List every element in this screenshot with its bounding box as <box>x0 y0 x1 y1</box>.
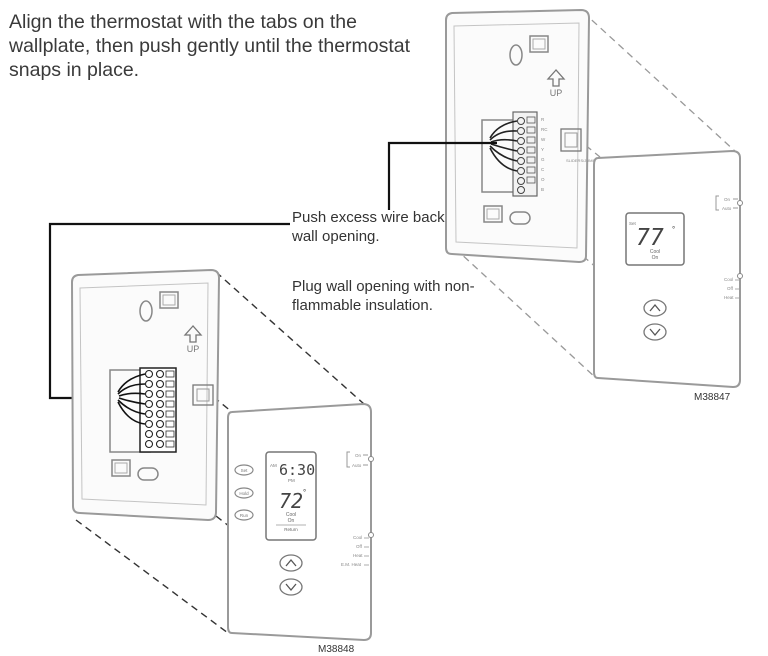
figure-top: UP <box>445 8 743 403</box>
fan-on-label: On <box>724 197 731 202</box>
up-arrow-icon <box>546 69 566 87</box>
system-cool-label: Cool <box>724 277 733 282</box>
display-mode: Cool <box>650 249 660 255</box>
system-off-label: Off <box>356 544 363 549</box>
set-button-label: Set <box>241 468 249 473</box>
bottom-thermostat: AM 6:30 PM 72 ° Cool On Return Set Hold … <box>227 402 374 642</box>
system-cool-label: Cool <box>353 535 362 540</box>
top-up-button <box>643 299 667 317</box>
system-em-heat-label: E.M. Heat <box>341 562 362 567</box>
display-status: On <box>288 518 295 524</box>
display-period: PM <box>288 478 295 483</box>
jumper-note: SLIDERS/JUMPERS <box>566 158 604 163</box>
display-temperature: 72 <box>279 489 303 513</box>
display-status: On <box>652 255 659 261</box>
top-thermostat: Set 77 ° Cool On On Auto Cool Off Heat <box>593 149 743 389</box>
svg-text:Y: Y <box>541 147 544 152</box>
up-label: UP <box>550 88 563 98</box>
display-time-prefix: AM <box>270 463 277 468</box>
system-heat-label: Heat <box>353 553 363 558</box>
hold-button: Hold <box>234 487 254 499</box>
figure-bottom: UP <box>70 268 374 655</box>
fan-on-label: On <box>355 453 362 458</box>
system-off-label: Off <box>727 286 734 291</box>
svg-text:RC: RC <box>541 127 548 132</box>
fan-auto-label: Auto <box>722 206 732 211</box>
svg-text:W: W <box>541 137 546 142</box>
run-button-label: Run <box>240 513 249 518</box>
display-degree: ° <box>303 488 306 497</box>
run-button: Run <box>234 509 254 521</box>
svg-text:O: O <box>541 177 545 182</box>
display-time: 6:30 <box>279 461 315 479</box>
top-wires <box>489 120 518 172</box>
bottom-wires <box>117 373 146 425</box>
bottom-down-button <box>279 578 303 596</box>
plug-opening-note: Plug wall opening with non-flammable ins… <box>292 278 475 314</box>
bottom-wallplate: UP <box>70 268 221 522</box>
up-arrow-icon <box>285 558 297 567</box>
up-arrow-icon <box>183 325 203 343</box>
up-arrow-icon <box>649 303 661 312</box>
svg-text:B: B <box>541 187 544 192</box>
top-terminal-screws <box>517 117 525 194</box>
svg-text:C: C <box>541 167 545 172</box>
instruction-text: Align the thermostat with the tabs on th… <box>9 11 411 81</box>
display-degree: ° <box>672 225 675 234</box>
down-arrow-icon <box>285 583 297 592</box>
fan-auto-label: Auto <box>352 463 362 468</box>
figure-id-bottom: M38848 <box>318 644 355 655</box>
display-temperature: 77 <box>636 225 664 251</box>
set-button: Set <box>234 464 254 476</box>
display-footer: Return <box>284 527 298 532</box>
top-down-button <box>643 323 667 341</box>
display-set-label: Set <box>629 221 637 226</box>
system-heat-label: Heat <box>724 295 734 300</box>
bottom-up-button <box>279 554 303 572</box>
display-mode: Cool <box>286 512 296 518</box>
top-wallplate: UP <box>445 8 604 264</box>
bottom-terminal-screws <box>144 369 165 449</box>
hold-button-label: Hold <box>239 491 249 496</box>
svg-text:G: G <box>541 157 545 162</box>
svg-text:R: R <box>541 117 545 122</box>
figure-id-top: M38847 <box>694 392 731 403</box>
down-arrow-icon <box>649 328 661 337</box>
up-label: UP <box>187 344 200 354</box>
